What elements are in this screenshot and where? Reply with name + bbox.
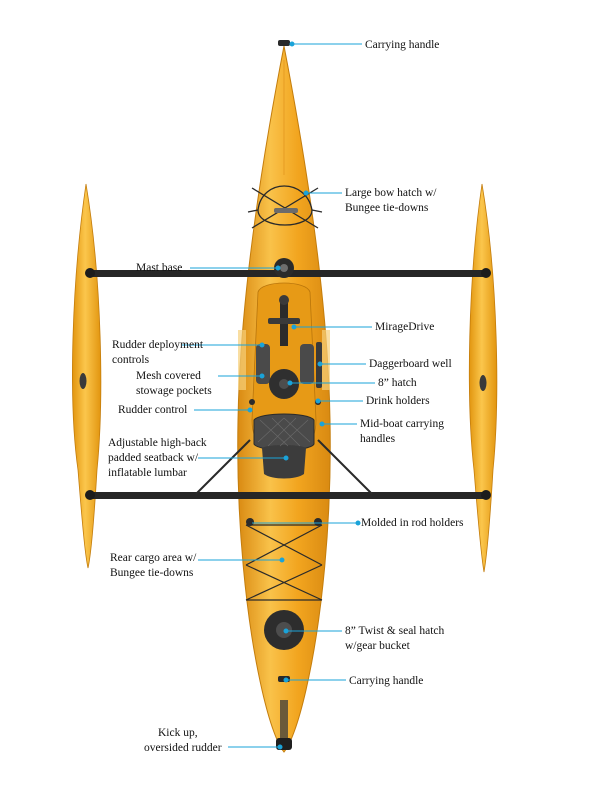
- label-seatback: Adjustable high-back padded seatback w/ …: [108, 437, 207, 479]
- leader-mast-base-dot: [275, 265, 281, 271]
- label-rudder: Kick up, oversided rudder: [144, 727, 222, 754]
- right-mesh-pocket: [300, 344, 314, 384]
- mirage-drive: [268, 295, 300, 346]
- label-rudder-deployment: Rudder deployment controls: [112, 339, 204, 366]
- right-ama-logo: [479, 375, 487, 391]
- leader-carrying-handle-top-dot: [289, 41, 295, 47]
- leader-eight-hatch-dot: [287, 380, 293, 386]
- leader-daggerboard-well-dot: [317, 361, 323, 367]
- rear-crossbar: [86, 492, 490, 499]
- left-ama-logo: [79, 373, 87, 389]
- left-rod-holder: [246, 518, 254, 526]
- leader-mesh-pockets-dot: [259, 373, 265, 379]
- leader-mid-boat-handles-dot: [319, 421, 325, 427]
- leader-mirage-drive-dot: [291, 324, 297, 330]
- leader-seatback-dot: [283, 455, 289, 461]
- rear-cargo-bungee: [245, 524, 323, 601]
- leader-rudder-deployment-dot: [259, 342, 265, 348]
- leader-drink-holders-dot: [315, 398, 321, 404]
- leader-rudder-control-dot: [247, 407, 253, 413]
- leader-carrying-handle-bottom-dot: [283, 677, 289, 683]
- label-mesh-pockets: Mesh covered stowage pockets: [136, 370, 212, 397]
- label-rod-holders: Molded in rod holders: [361, 517, 464, 529]
- top-handle: [278, 40, 290, 46]
- left-mesh-pocket: [256, 344, 270, 384]
- label-drink-holders: Drink holders: [366, 395, 430, 407]
- left-ama: [72, 183, 102, 569]
- label-daggerboard-well: Daggerboard well: [369, 358, 452, 370]
- label-eight-hatch: 8” hatch: [378, 377, 417, 389]
- label-carrying-handle-bottom: Carrying handle: [349, 675, 424, 687]
- label-mid-boat-handles: Mid-boat carrying handles: [360, 418, 444, 445]
- leader-rear-cargo-dot: [279, 557, 285, 563]
- label-twist-seal-hatch: 8” Twist & seal hatch w/gear bucket: [345, 625, 445, 652]
- label-rear-cargo: Rear cargo area w/ Bungee tie-downs: [110, 552, 197, 579]
- leader-twist-seal-hatch-dot: [283, 628, 289, 634]
- leader-rod-holders-dot: [355, 520, 361, 526]
- label-carrying-handle-top: Carrying handle: [365, 39, 440, 51]
- label-rudder-control: Rudder control: [118, 404, 188, 416]
- label-mast-base: Mast base: [136, 262, 183, 274]
- seat: [253, 413, 315, 479]
- right-rod-holder: [314, 518, 322, 526]
- leader-rudder-dot: [277, 744, 283, 750]
- label-mirage-drive: MirageDrive: [375, 321, 435, 333]
- label-bow-hatch: Large bow hatch w/ Bungee tie-downs: [345, 187, 437, 214]
- leader-bow-hatch-dot: [303, 190, 309, 196]
